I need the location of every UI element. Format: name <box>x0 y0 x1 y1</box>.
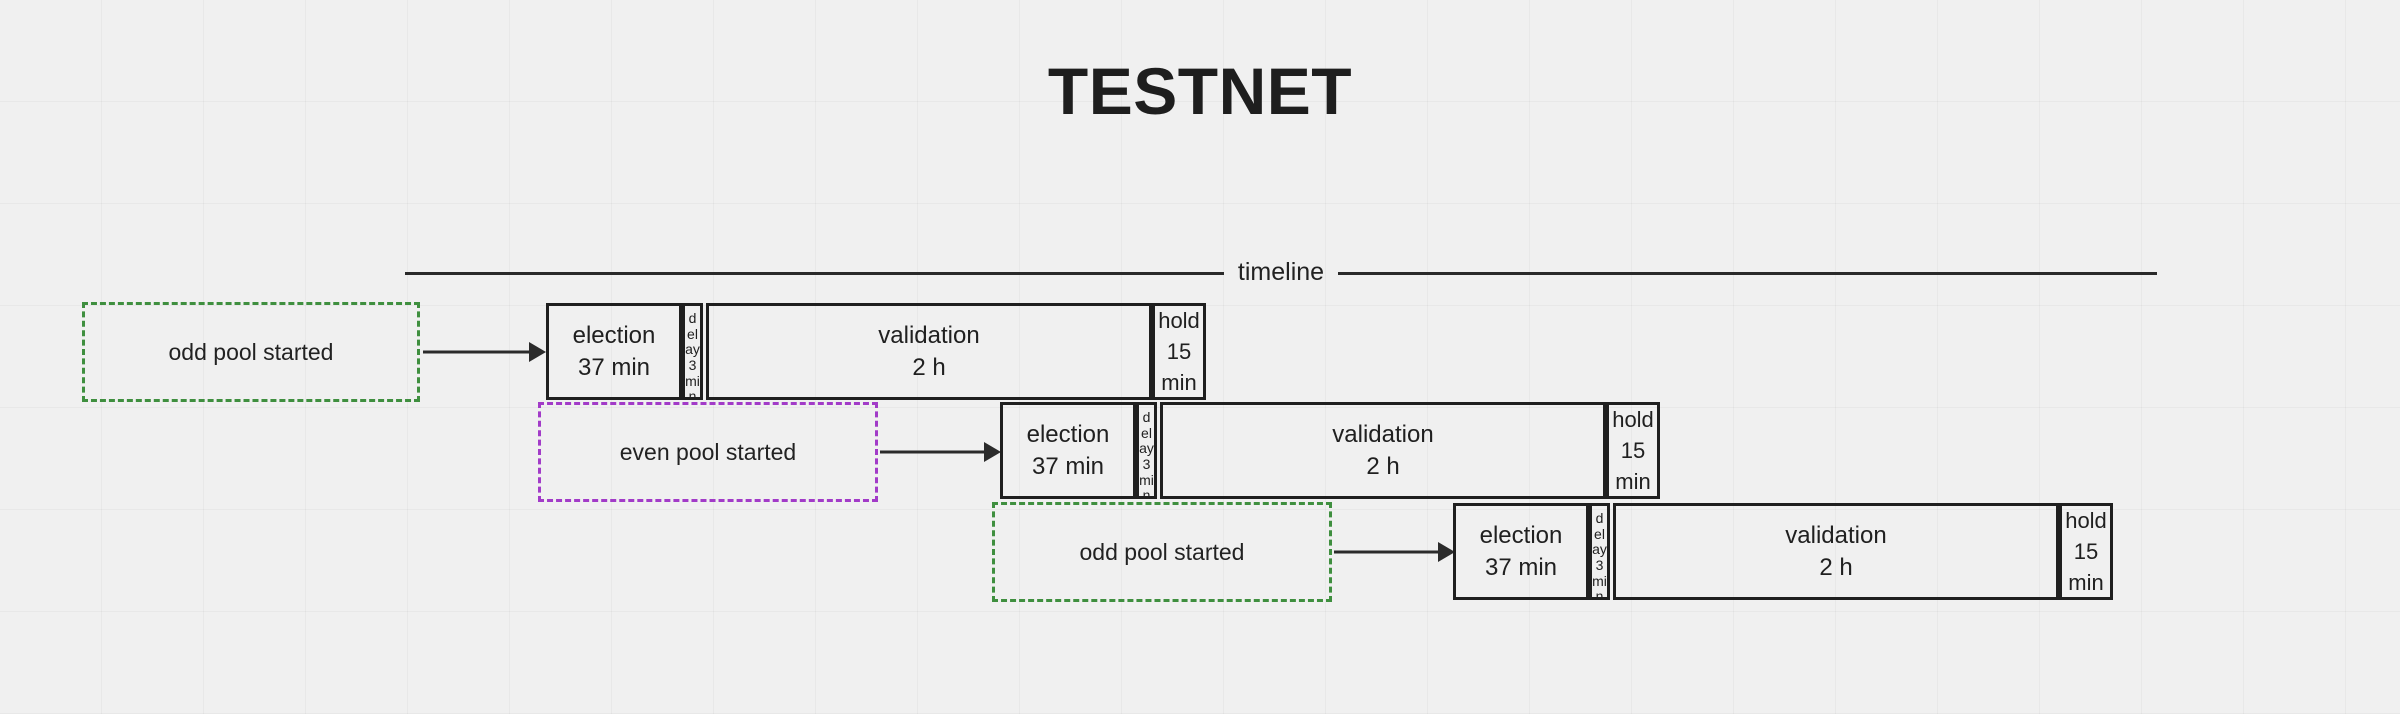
phase-validation-row2: validation 2 h <box>1160 402 1606 499</box>
phase-hold-value: 15 <box>1166 338 1192 364</box>
phase-name: hold <box>2065 507 2107 533</box>
phase-name: hold <box>1158 307 1200 333</box>
phase-hold-unit: min <box>2068 570 2104 596</box>
phase-duration: 2 h <box>912 353 946 381</box>
phase-hold-value: 15 <box>1620 437 1646 463</box>
phase-name: hold <box>1612 406 1654 432</box>
phase-name: election <box>572 321 656 349</box>
note-odd-pool-started-row1: odd pool started <box>82 302 420 402</box>
note-label: even pool started <box>619 438 797 465</box>
phase-duration: 37 min <box>1031 452 1105 480</box>
arrow-row1 <box>423 332 547 372</box>
timeline-rule-left <box>405 271 1224 275</box>
phase-duration: 37 min <box>577 353 651 381</box>
phase-election-row3: election 37 min <box>1453 503 1589 600</box>
note-even-pool-started-row2: even pool started <box>538 402 878 502</box>
phase-name: election <box>1479 521 1563 549</box>
phase-duration: 2 h <box>1819 553 1853 581</box>
note-label: odd pool started <box>168 338 334 365</box>
phase-validation-row3: validation 2 h <box>1613 503 2059 600</box>
phase-hold-row3: hold 15 min <box>2059 503 2113 600</box>
phase-delay-row2: delay 3 min <box>1136 402 1157 499</box>
phase-duration: 37 min <box>1484 553 1558 581</box>
phase-name: election <box>1026 420 1110 448</box>
timeline-label: timeline <box>1237 257 1325 286</box>
phase-hold-value: 15 <box>2073 538 2099 564</box>
note-odd-pool-started-row3: odd pool started <box>992 502 1332 602</box>
phase-delay-text: delay 3 min <box>1139 409 1154 499</box>
arrow-row2 <box>880 432 1004 472</box>
phase-delay-text: delay 3 min <box>1592 510 1607 600</box>
phase-name: validation <box>1332 420 1434 448</box>
phase-hold-row2: hold 15 min <box>1606 402 1660 499</box>
phase-election-row2: election 37 min <box>1000 402 1136 499</box>
note-label: odd pool started <box>1079 538 1245 565</box>
phase-hold-unit: min <box>1161 370 1197 396</box>
timeline-axis: timeline <box>405 257 2157 286</box>
phase-election-row1: election 37 min <box>546 303 682 400</box>
phase-validation-row1: validation 2 h <box>706 303 1152 400</box>
page-title: TESTNET <box>1047 54 1353 128</box>
timeline-rule-right <box>1338 271 2157 275</box>
phase-hold-row1: hold 15 min <box>1152 303 1206 400</box>
phase-duration: 2 h <box>1366 452 1400 480</box>
phase-delay-row1: delay 3 min <box>682 303 703 400</box>
phase-hold-unit: min <box>1615 469 1651 495</box>
phase-name: validation <box>1785 521 1887 549</box>
phase-name: validation <box>878 321 980 349</box>
arrow-row3 <box>1334 532 1458 572</box>
phase-delay-row3: delay 3 min <box>1589 503 1610 600</box>
phase-delay-text: delay 3 min <box>685 310 700 400</box>
